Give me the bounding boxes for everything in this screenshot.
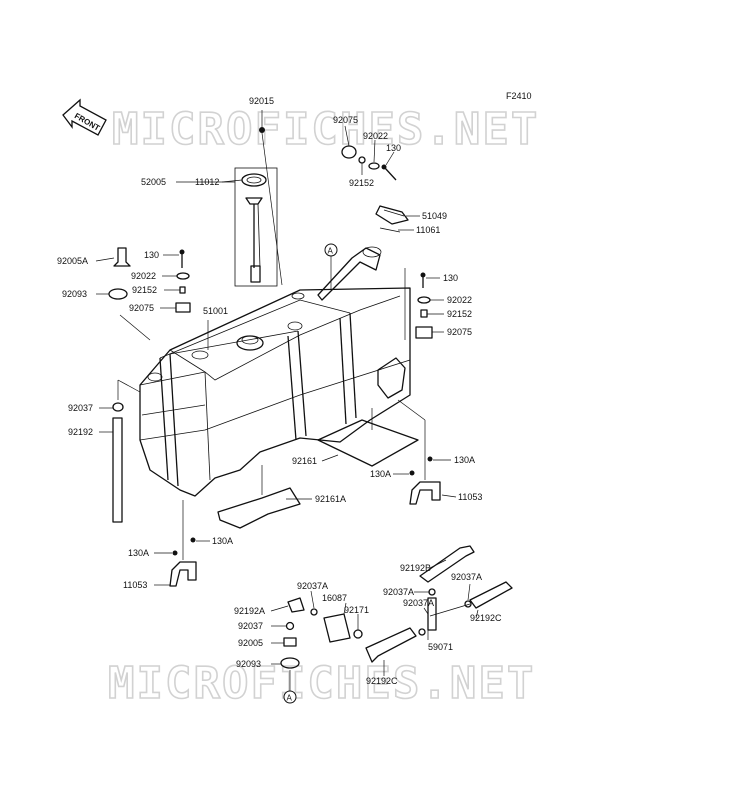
label-11012: 11012 [195, 177, 219, 187]
label-130A-l2: 130A [212, 536, 233, 546]
label-92192A: 92192A [234, 606, 265, 616]
label-92022-top: 92022 [363, 131, 388, 141]
label-130A-r2: 130A [454, 455, 475, 465]
fuel-line-assembly [280, 545, 513, 669]
bracket-11053-right [409, 456, 441, 505]
watermark-bottom: MICROFICHES.NET [108, 658, 535, 709]
mat-92161A [217, 487, 301, 529]
label-92037A-4: 92037A [451, 572, 482, 582]
label-92171: 92171 [344, 605, 369, 615]
hose-92192 [112, 402, 124, 523]
mat-92161 [317, 419, 419, 467]
label-92192B: 92192B [400, 563, 431, 573]
fuel-gauge-assembly [234, 167, 278, 287]
front-arrow-icon: FRONT [62, 98, 107, 136]
label-92022-left: 92022 [131, 271, 156, 281]
label-92075-right: 92075 [447, 327, 472, 337]
label-92015: 92015 [249, 96, 274, 106]
label-92075-top: 92075 [333, 115, 358, 125]
label-11061: 11061 [416, 225, 440, 235]
fuel-tank-51001 [139, 246, 411, 497]
label-92037-bottom: 92037 [238, 621, 263, 631]
label-92152-top: 92152 [349, 178, 374, 188]
label-92037A-3: 92037A [403, 598, 434, 608]
label-11053-left: 11053 [123, 580, 147, 590]
label-92022-right: 92022 [447, 295, 472, 305]
label-92005A: 92005A [57, 256, 88, 266]
svg-text:A: A [287, 694, 293, 703]
left-hardware [108, 247, 191, 313]
label-130A-l1: 130A [128, 548, 149, 558]
label-130-top: 130 [386, 143, 401, 153]
label-51001: 51001 [203, 306, 228, 316]
label-92075-left: 92075 [129, 303, 154, 313]
label-92037A-2: 92037A [383, 587, 414, 597]
label-92161A: 92161A [315, 494, 346, 504]
label-130-right: 130 [443, 273, 458, 283]
label-130-left: 130 [144, 250, 159, 260]
part-labels: 92015 92075 92022 130 92152 52005 11012 … [57, 96, 502, 686]
label-130A-r1: 130A [370, 469, 391, 479]
label-92192C-1: 92192C [366, 676, 398, 686]
bracket-11053-left [169, 537, 197, 587]
figure-code: F2410 [506, 91, 532, 101]
label-59071: 59071 [428, 642, 453, 652]
label-11053-right: 11053 [458, 492, 482, 502]
watermark-top: MICROFICHES.NET [112, 104, 539, 155]
label-92037-left: 92037 [68, 403, 93, 413]
fuel-cap-51049 [375, 205, 409, 233]
label-92161: 92161 [292, 456, 317, 466]
right-hardware [415, 272, 433, 339]
label-51049: 51049 [422, 211, 447, 221]
label-92152-right: 92152 [447, 309, 472, 319]
leader-lines [95, 110, 479, 676]
label-92152-left: 92152 [132, 285, 157, 295]
label-16087: 16087 [322, 593, 347, 603]
svg-text:A: A [328, 247, 334, 256]
label-92093-left: 92093 [62, 289, 87, 299]
label-92093-bottom: 92093 [236, 659, 261, 669]
ref-marker-a-bottom: A [283, 670, 297, 704]
label-92037A-1: 92037A [297, 581, 328, 591]
label-92005: 92005 [238, 638, 263, 648]
label-92192C-2: 92192C [470, 613, 502, 623]
label-52005: 52005 [141, 177, 166, 187]
label-92192: 92192 [68, 427, 93, 437]
ref-marker-a-top: A [324, 243, 338, 290]
